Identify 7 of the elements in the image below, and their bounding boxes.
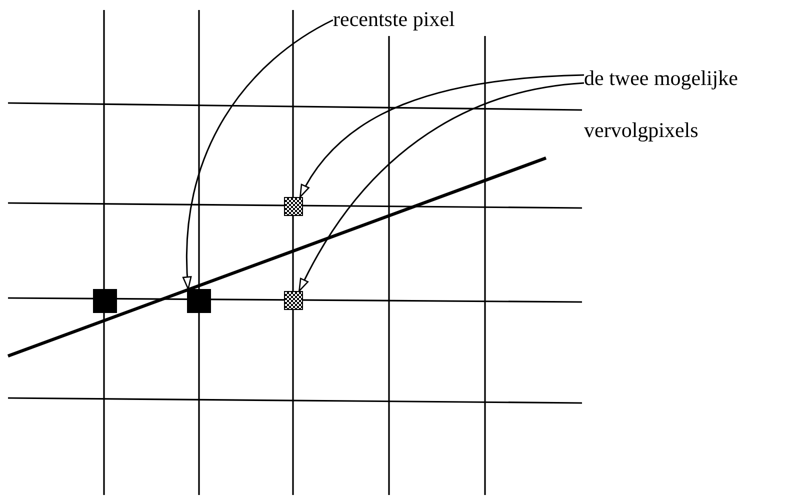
leader-line — [183, 19, 334, 290]
leader-line — [298, 82, 584, 292]
candidate-pixel — [284, 197, 303, 216]
set-pixel — [93, 289, 117, 313]
leader-line — [300, 74, 584, 198]
set-pixel — [187, 289, 211, 313]
candidate-pixel — [284, 291, 303, 310]
